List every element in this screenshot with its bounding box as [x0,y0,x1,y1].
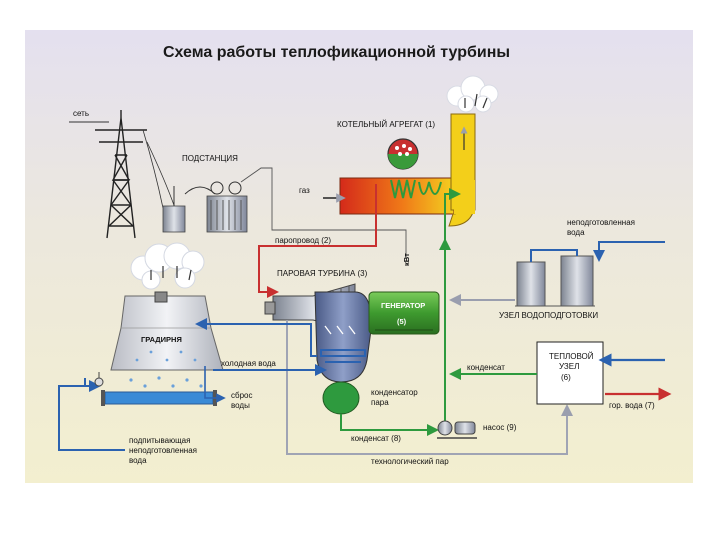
diagram-title: Схема работы теплофикационной турбины [163,44,510,61]
water-treatment-label: УЗЕЛ ВОДОПОДГОТОВКИ [499,311,598,320]
makeup-label-1: подпитывающая [129,436,190,445]
heat-node-label-2: УЗЕЛ [559,362,579,371]
cooling-tower-label: ГРАДИРНЯ [141,335,182,344]
feedwater-pipe [444,188,461,422]
generator-number: (5) [397,317,407,326]
power-line [240,167,407,258]
discharge-label-1: сброс [231,391,252,400]
makeup-label-2: неподготовленная [129,446,197,455]
smoke-arrows-icon [464,93,488,109]
generator [368,291,440,335]
condensate-pipe-8 [340,414,439,436]
cooling-tower-steam [130,242,205,290]
condensate-label: конденсат [467,363,505,372]
process-steam-label: технологический пар [371,457,449,466]
makeup-label-3: вода [129,456,147,465]
raw-water-label-2: вода [567,228,585,237]
boiler [339,113,476,227]
discharge-pipe [204,366,226,403]
water-treatment-unit [515,249,595,307]
heat-node-label-1: ТЕПЛОВОЙ [549,352,594,361]
steam-line-label: паропровод (2) [275,236,331,245]
turbine-label: ПАРОВАЯ ТУРБИНА (3) [277,269,368,278]
raw-water-label-1: неподготовленная [567,218,635,227]
substation [162,181,248,233]
condenser-label-1: конденсатор [371,388,418,397]
condensate-8-label: конденсат (8) [351,434,401,443]
pump-label: насос (9) [483,423,517,432]
transmission-tower [95,110,147,239]
tower-steam-arrows-icon [150,266,192,281]
chimney-smoke [446,75,499,113]
kw-label: кВт [402,253,411,266]
process-steam-pipe [286,320,573,455]
diagram-canvas: Схема работы теплофикационной турбины се… [25,30,693,483]
heat-node-box [536,341,604,405]
hot-water-label: гор. вода (7) [609,401,655,410]
raw-water-inlet [593,241,665,262]
diagram-svg: Схема работы теплофикационной турбины се… [58,44,672,466]
warm-water-pipe [195,318,317,357]
heat-node-label-3: (6) [561,373,571,382]
condenser-label-2: пара [371,398,389,407]
pump [437,420,477,439]
cold-water-label: холодная вода [221,359,276,368]
grid-wire-2 [146,141,176,209]
substation-label: ПОДСТАНЦИЯ [182,154,238,163]
generator-label: ГЕНЕРАТОР [381,301,425,310]
boiler-label: КОТЕЛЬНЫЙ АГРЕГАТ (1) [337,120,435,129]
makeup-water-pipe [58,378,125,451]
steam-pipe [258,184,377,298]
makeup-water-arrow [58,380,101,450]
grid-wire [142,129,164,209]
makeup-valve-icon [94,372,104,387]
condenser [314,291,372,415]
discharge-label-2: воды [231,401,250,410]
grid-label: сеть [73,109,89,118]
gas-label: газ [299,186,310,195]
